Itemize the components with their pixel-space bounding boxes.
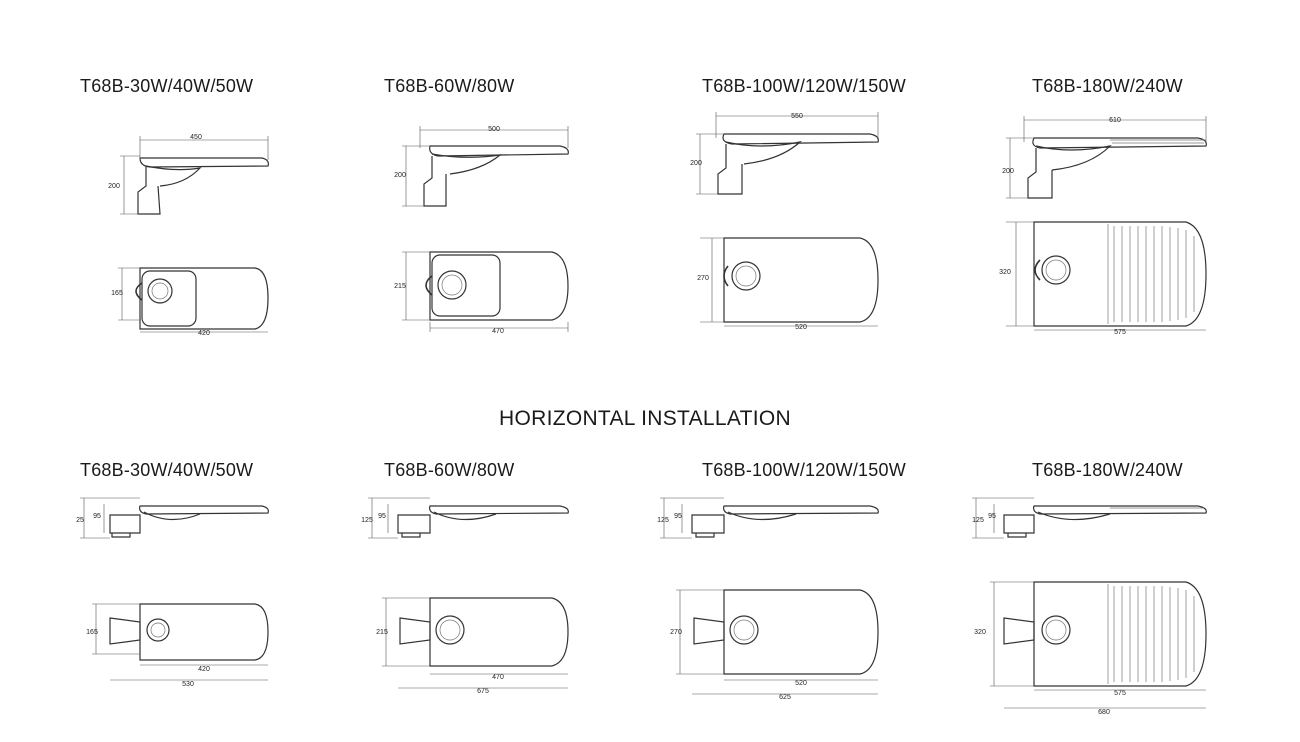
horizontal-top-length-label-4: 575 [1114, 690, 1126, 697]
vertical-top-view-1: 165 420 [111, 267, 269, 337]
horizontal-top-length-label-2: 470 [492, 674, 504, 681]
horizontal-overall-length-label-4: 680 [1098, 709, 1110, 716]
horizontal-outer-height-label-3: 125 [657, 517, 669, 524]
vertical-top-length-label-2: 470 [492, 328, 504, 335]
horizontal-model-title-4: T68B-180W/240W [1032, 460, 1183, 480]
horizontal-overall-length-label-3: 625 [779, 694, 791, 701]
vertical-model-title-3: T68B-100W/120W/150W [702, 76, 906, 96]
horizontal-model-title-1: T68B-30W/40W/50W [80, 460, 254, 480]
horizontal-top-width-label-4: 320 [974, 629, 986, 636]
vertical-top-length-label-3: 520 [795, 324, 807, 331]
vertical-model-title-2: T68B-60W/80W [384, 76, 515, 96]
vertical-side-view-1: 450 200 [108, 134, 269, 215]
horizontal-installation-heading: HORIZONTAL INSTALLATION [499, 407, 791, 430]
vertical-top-width-label-2: 215 [394, 283, 406, 290]
vertical-side-height-label-1: 200 [108, 183, 120, 190]
horizontal-overall-length-label-2: 675 [477, 688, 489, 695]
horizontal-model-title-3: T68B-100W/120W/150W [702, 460, 906, 480]
horizontal-model-title-2: T68B-60W/80W [384, 460, 515, 480]
horizontal-outer-height-label-1: 25 [76, 517, 84, 524]
horizontal-side-view-1: 25 95 [76, 497, 269, 539]
horizontal-inner-height-label-4: 95 [988, 513, 996, 520]
horizontal-outer-height-label-2: 125 [361, 517, 373, 524]
vertical-top-length-label-1: 420 [198, 330, 210, 337]
vertical-top-width-label-1: 165 [111, 290, 123, 297]
vertical-top-length-label-4: 575 [1114, 329, 1126, 336]
vertical-side-view-2: 500 200 [394, 126, 569, 207]
vertical-side-length-label-1: 450 [190, 134, 202, 141]
horizontal-outer-height-label-4: 125 [972, 517, 984, 524]
vertical-side-view-3: 550 200 [690, 112, 879, 195]
vertical-side-length-label-2: 500 [488, 126, 500, 133]
vertical-side-length-label-3: 550 [791, 113, 803, 120]
horizontal-inner-height-label-2: 95 [378, 513, 386, 520]
vertical-side-height-label-2: 200 [394, 172, 406, 179]
horizontal-top-view-4: 320 575 680 [974, 581, 1207, 716]
horizontal-top-view-3: 270 520 625 [670, 589, 879, 701]
vertical-side-height-label-3: 200 [690, 160, 702, 167]
horizontal-top-width-label-3: 270 [670, 629, 682, 636]
vertical-top-view-3: 270 520 [697, 237, 879, 331]
horizontal-top-width-label-1: 165 [86, 629, 98, 636]
vertical-side-length-label-4: 610 [1109, 117, 1121, 124]
vertical-model-title-4: T68B-180W/240W [1032, 76, 1183, 96]
vertical-model-title-1: T68B-30W/40W/50W [80, 76, 254, 96]
vertical-top-view-2: 215 470 [394, 251, 569, 335]
horizontal-side-view-2: 125 95 [361, 497, 569, 539]
horizontal-inner-height-label-1: 95 [93, 513, 101, 520]
vertical-top-view-4: 320 575 [999, 221, 1207, 336]
vertical-side-height-label-4: 200 [1002, 168, 1014, 175]
horizontal-top-view-1: 165 420 530 [86, 603, 269, 688]
horizontal-side-view-4: 125 95 [972, 497, 1207, 539]
vertical-top-width-label-4: 320 [999, 269, 1011, 276]
horizontal-top-view-2: 215 470 675 [376, 597, 569, 695]
horizontal-top-length-label-3: 520 [795, 680, 807, 687]
horizontal-overall-length-label-1: 530 [182, 681, 194, 688]
vertical-top-width-label-3: 270 [697, 275, 709, 282]
horizontal-top-width-label-2: 215 [376, 629, 388, 636]
horizontal-side-view-3: 125 95 [657, 497, 879, 539]
vertical-side-view-4: 610 200 [1002, 116, 1207, 199]
horizontal-top-length-label-1: 420 [198, 666, 210, 673]
horizontal-inner-height-label-3: 95 [674, 513, 682, 520]
